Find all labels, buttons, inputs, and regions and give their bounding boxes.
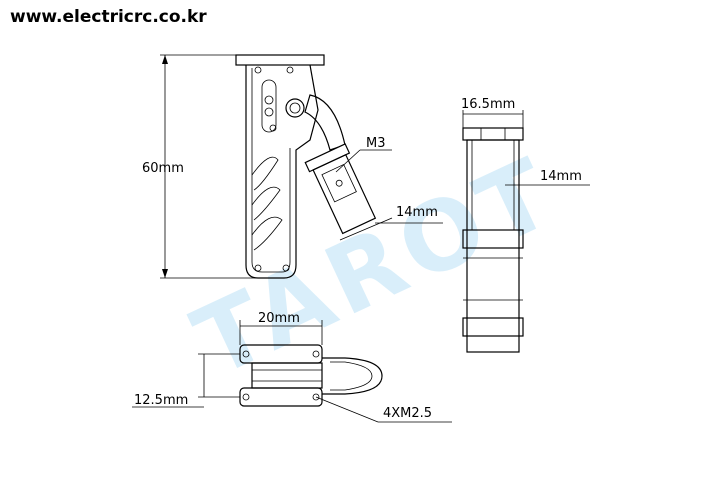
dim-60mm-label: 60mm — [142, 161, 184, 176]
tarot-watermark: TAROT — [178, 135, 573, 399]
top-20mm-label: 20mm — [258, 311, 300, 326]
width-16-5mm-label: 16.5mm — [461, 97, 515, 112]
spacing-12-5mm-label: 12.5mm — [134, 393, 188, 408]
clamp-14mm-label: 14mm — [396, 205, 438, 220]
side-14mm-label: 14mm — [540, 169, 582, 184]
front-view: 60mm M3 14mm — [142, 54, 443, 279]
top-view: 20mm 12.5mm 4XM2.5 — [132, 311, 452, 423]
site-url: www.electricrc.co.kr — [10, 7, 207, 27]
m3-label: M3 — [366, 136, 386, 151]
mount-screws-label: 4XM2.5 — [383, 406, 432, 421]
side-view: 16.5mm 14mm — [461, 97, 590, 353]
